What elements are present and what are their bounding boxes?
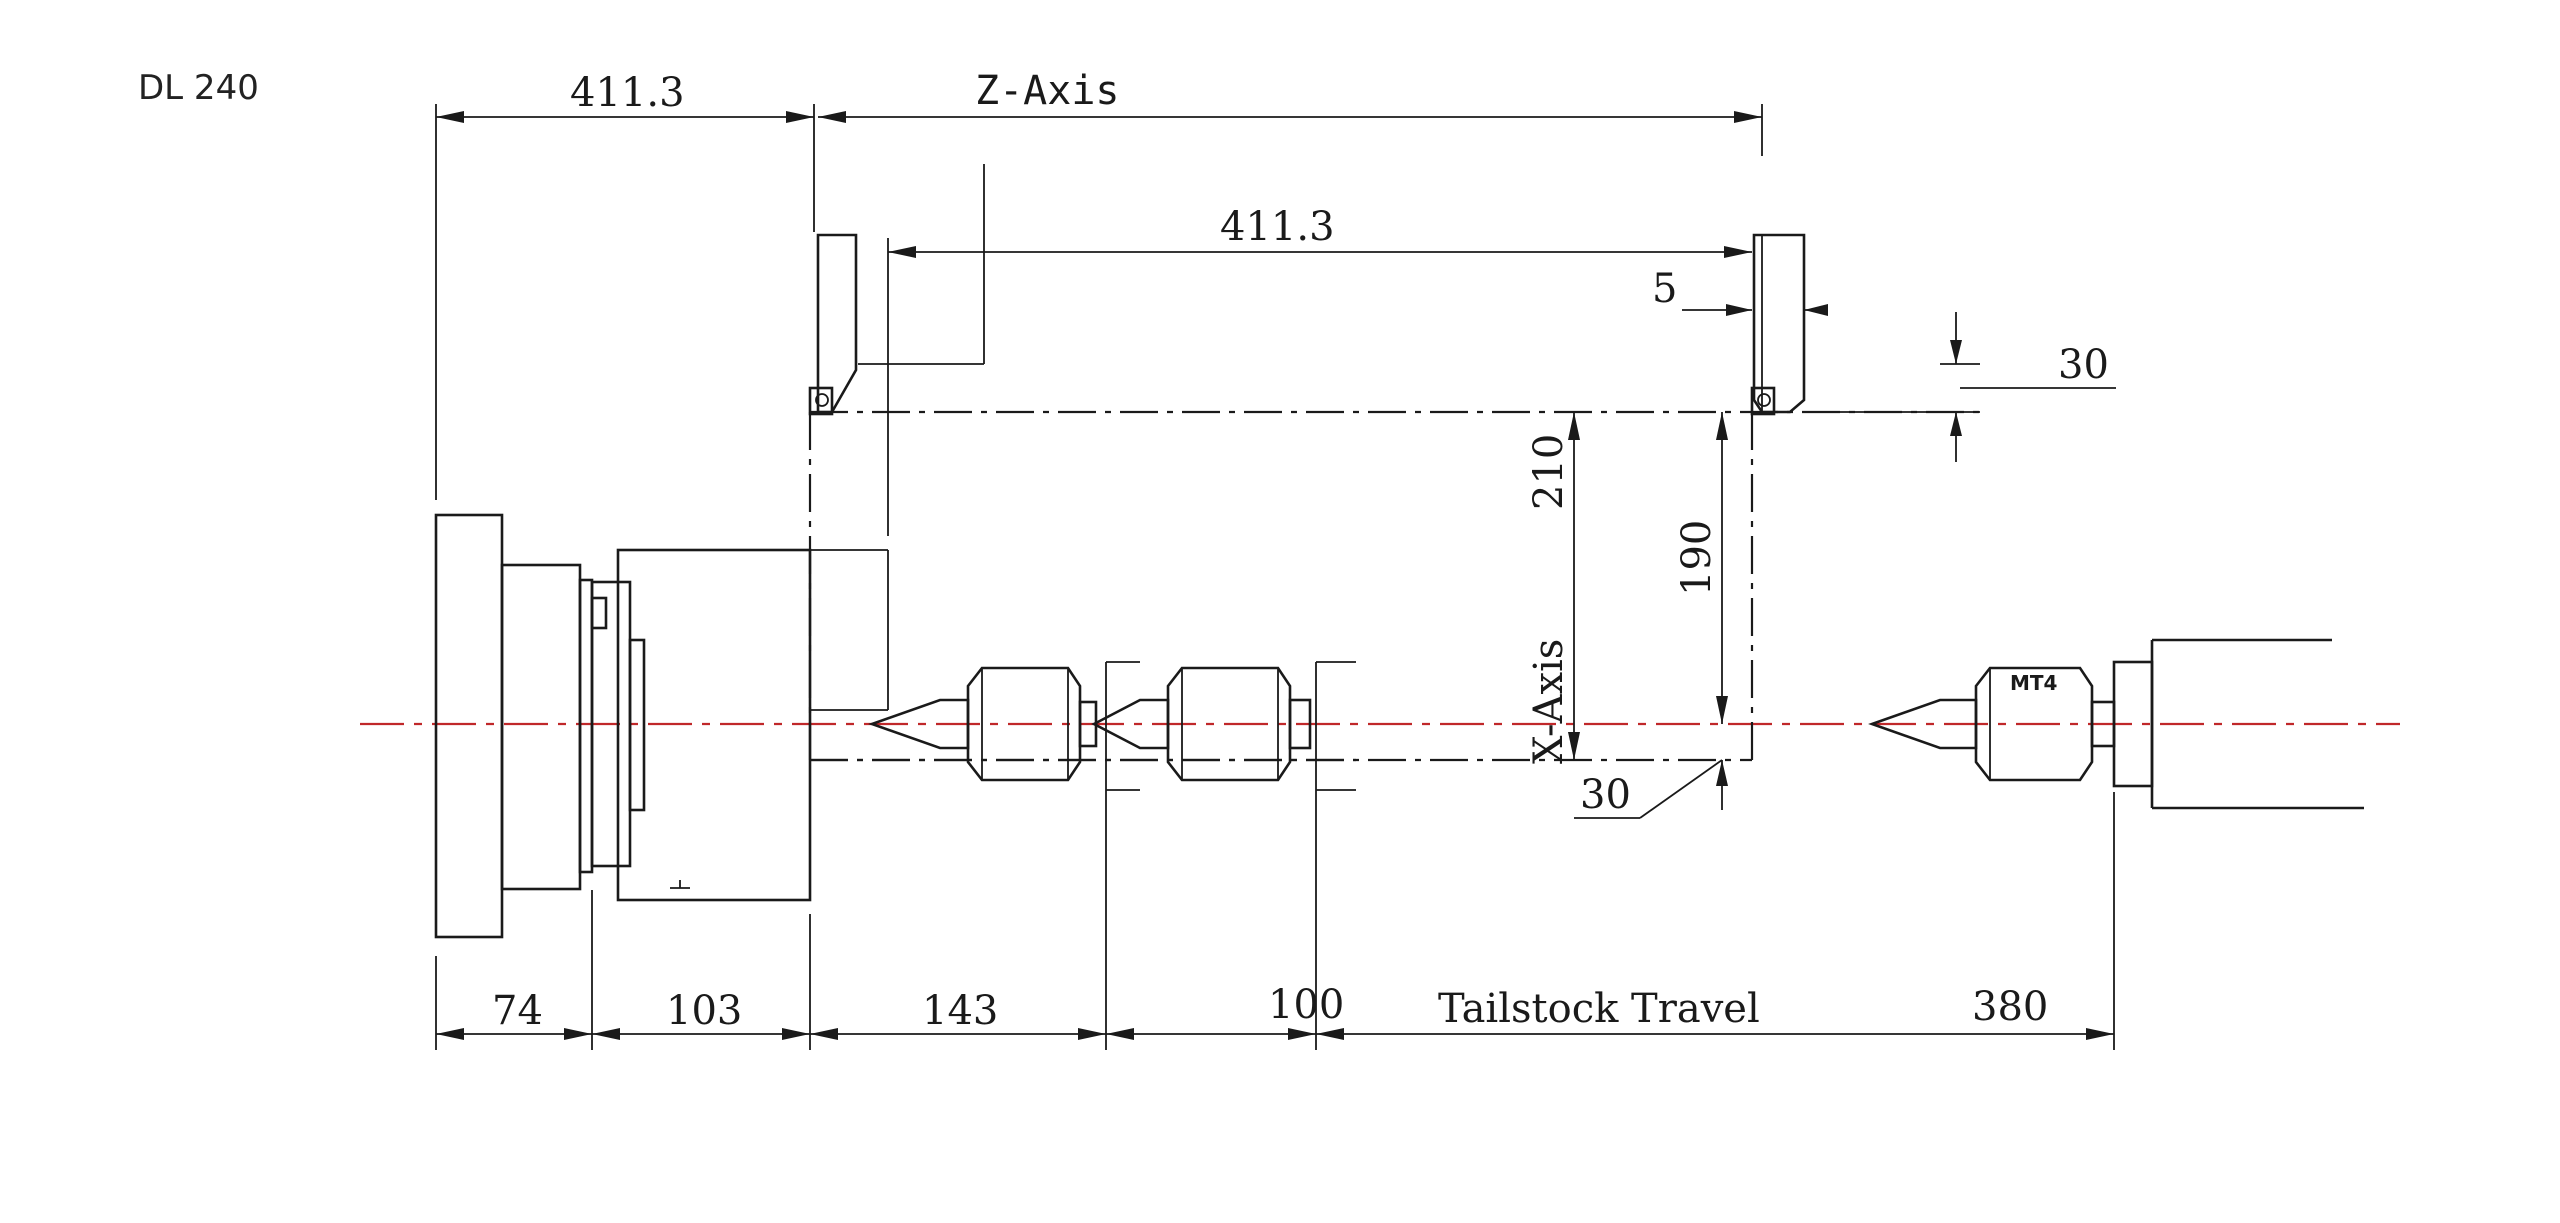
dim-bottom-74: 74 (492, 988, 543, 1034)
dim-bottom-100: 100 (1268, 982, 1344, 1028)
dim-tool-offset: 5 (1652, 266, 1677, 312)
dim-x-travel-inner: 190 (1674, 520, 1720, 596)
dim-tool-height: 30 (2058, 342, 2109, 388)
dim-x-travel-outer: 210 (1526, 434, 1572, 510)
dim-z-axis-label: Z-Axis (975, 68, 1120, 114)
tool-travel-envelope (808, 410, 1980, 762)
dim-bottom-103: 103 (666, 988, 742, 1034)
tailstock-body (2112, 638, 2364, 810)
dim-bottom-143: 143 (922, 988, 998, 1034)
dim-tool-span: 411.3 (1220, 204, 1335, 250)
dim-top-left: 411.3 (570, 70, 685, 116)
dim-center-offset: 30 (1580, 772, 1631, 818)
model-label: DL 240 (138, 68, 259, 108)
spindle-flange (434, 513, 504, 939)
chuck-body (500, 563, 646, 891)
dim-x-axis-label: X-Axis (1526, 639, 1572, 764)
dim-bottom-380: 380 (1972, 984, 2048, 1030)
live-center-2 (1091, 666, 1312, 782)
tool-holder-right (1750, 233, 1806, 416)
tailstock-quill-brackets (1105, 661, 1356, 791)
top-dimension-lines (435, 104, 2116, 536)
x-axis-dimension-lines (1568, 412, 1728, 819)
tool-holder-left (808, 164, 985, 416)
tailstock-marking: MT4 (2010, 671, 2057, 695)
dim-tailstock-label: Tailstock Travel (1438, 986, 1760, 1032)
tailstock-center: MT4 (1868, 666, 2116, 782)
bottom-dimension-lines (435, 790, 2115, 1050)
